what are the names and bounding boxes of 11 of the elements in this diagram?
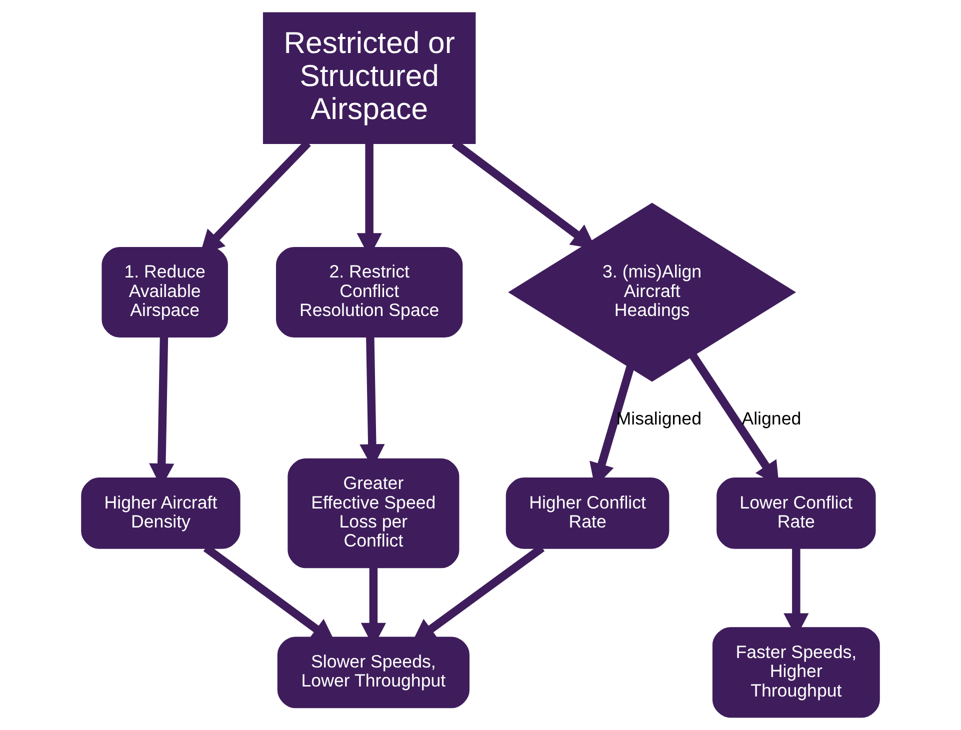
node-box: Higher Conflict Rate [506, 478, 670, 549]
node-box: Greater Effective Speed Loss per Conflict [288, 458, 460, 568]
edge-label: Aligned [742, 408, 802, 429]
node-box: Higher Aircraft Density [81, 478, 240, 549]
node-diamond: 3. (mis)Align Aircraft Headings [508, 202, 796, 382]
node-box: 2. Restrict Conflict Resolution Space [276, 246, 463, 338]
node-box: Faster Speeds, Higher Throughput [712, 627, 880, 718]
node-box: Slower Speeds, Lower Throughput [277, 636, 470, 708]
node-box: 1. Reduce Available Airspace [102, 246, 228, 338]
node-box: Restricted or Structured Airspace [262, 12, 476, 144]
node-box: Lower Conflict Rate [716, 478, 876, 549]
